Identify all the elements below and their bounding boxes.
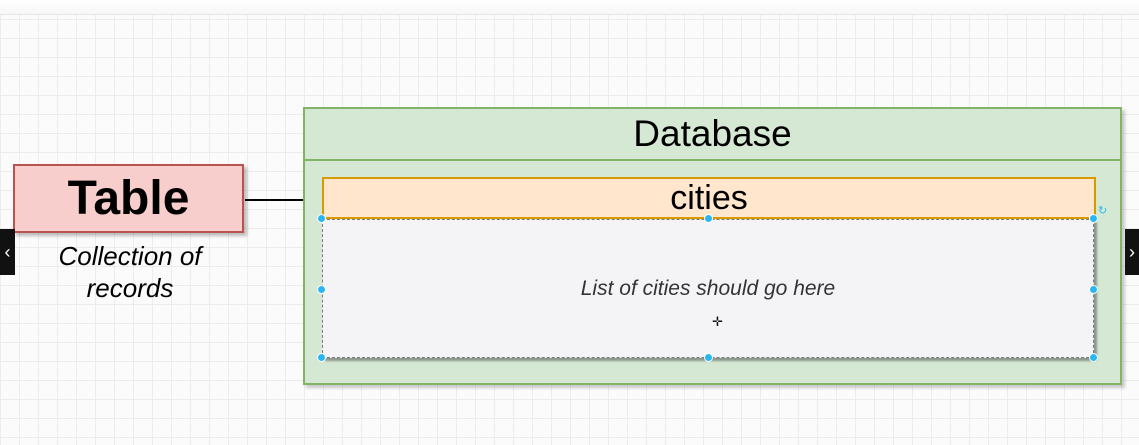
resize-handle-bottom-right[interactable] [1089, 353, 1098, 362]
resize-handle-top[interactable] [704, 214, 713, 223]
table-caption-line-2: records [86, 273, 174, 303]
resize-handle-top-left[interactable] [317, 214, 326, 223]
cities-list-area[interactable]: List of cities should go here [322, 219, 1094, 358]
chevron-right-icon[interactable]: › [1125, 229, 1139, 275]
resize-handle-bottom-left[interactable] [317, 353, 326, 362]
table-caption: Collection of records [20, 240, 240, 304]
chevron-left-icon[interactable]: ‹ [0, 229, 15, 275]
table-caption-line-1: Collection of [58, 241, 202, 271]
cities-title: cities [670, 178, 748, 217]
resize-handle-right[interactable] [1089, 285, 1098, 294]
resize-handle-bottom[interactable] [704, 353, 713, 362]
table-node-title: Table [67, 172, 190, 225]
rotate-handle-icon[interactable]: ↻ [1098, 205, 1108, 217]
cities-list-placeholder: List of cities should go here [580, 276, 836, 300]
table-node[interactable]: Table [13, 164, 244, 233]
cities-table-header[interactable]: cities [322, 177, 1096, 219]
move-cursor-icon: ✛ [712, 314, 723, 329]
top-toolbar-strip [0, 0, 1139, 15]
resize-handle-left[interactable] [317, 285, 326, 294]
database-title: Database [305, 109, 1120, 161]
resize-handle-top-right[interactable] [1089, 214, 1098, 223]
